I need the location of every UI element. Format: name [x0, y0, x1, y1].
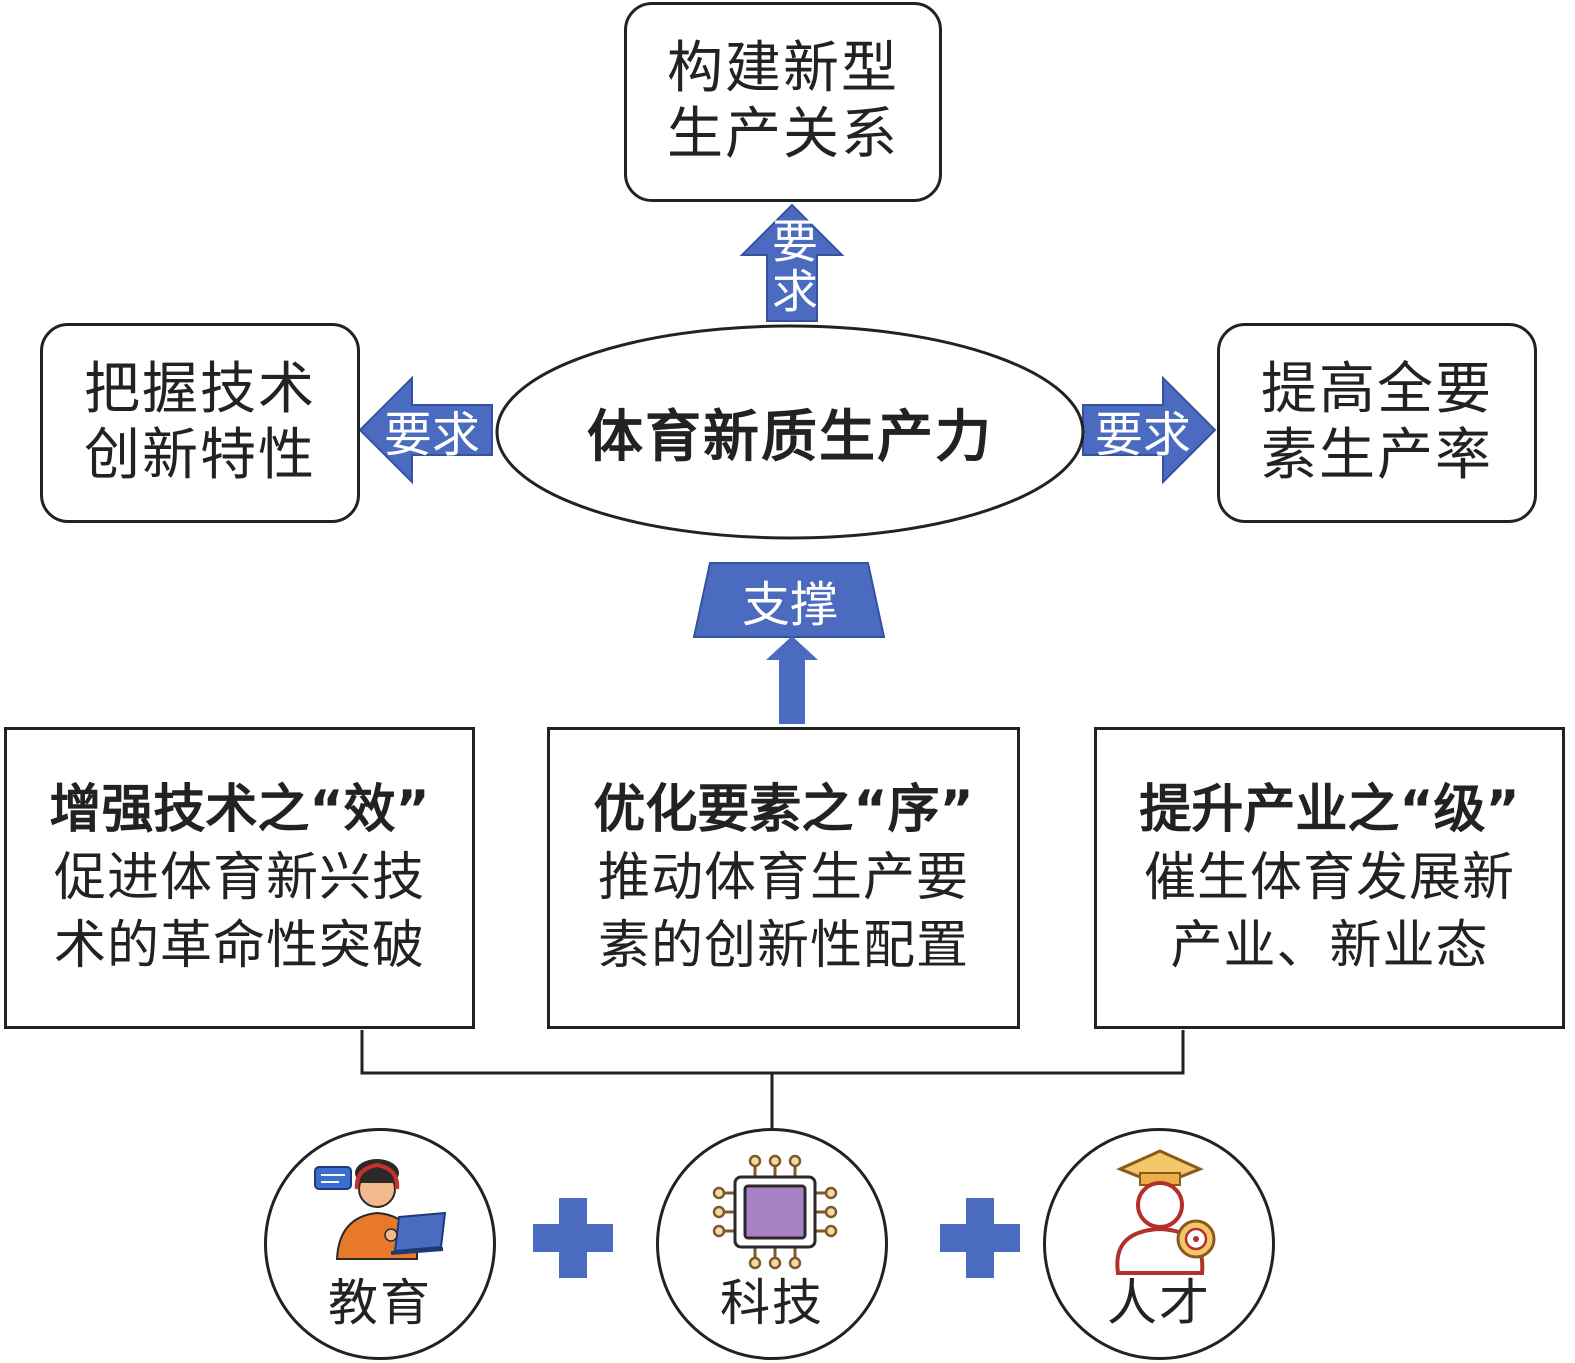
pillar-line: 产业、新业态 — [1170, 916, 1489, 976]
arrow-label-right: 要求 — [1083, 400, 1203, 463]
pillar-box-technology: 增强技术之“效” 促进体育新兴技 术的革命性突破 — [4, 727, 475, 1029]
foundation-label: 教育 — [328, 1274, 432, 1332]
requirement-line: 构建新型 — [667, 36, 899, 101]
foundation-talent: 人才 — [1043, 1128, 1275, 1360]
requirement-line: 提高全要 — [1261, 357, 1493, 422]
pillar-box-industry: 提升产业之“级” 催生体育发展新 产业、新业态 — [1094, 727, 1565, 1029]
requirement-line: 创新特性 — [84, 423, 316, 488]
chip-icon — [712, 1154, 838, 1270]
plus-icon — [533, 1198, 613, 1278]
foundation-education: 教育 — [264, 1128, 496, 1360]
center-title: 体育新质生产力 — [587, 404, 993, 470]
teacher-icon — [314, 1159, 447, 1260]
requirement-box-top: 构建新型 生产关系 — [624, 2, 942, 202]
pillar-title: 提升产业之“级” — [1139, 780, 1520, 840]
requirement-line: 生产关系 — [667, 102, 899, 167]
foundation-label: 科技 — [720, 1274, 824, 1332]
graduate-icon — [1115, 1149, 1216, 1275]
requirement-line: 把握技术 — [84, 357, 316, 422]
arrow-label-text: 要求 — [383, 407, 480, 463]
support-label: 支撑 — [700, 566, 880, 634]
bracket-connector — [360, 1030, 1185, 1128]
pillar-box-factors: 优化要素之“序” 推动体育生产要 素的创新性配置 — [547, 727, 1020, 1029]
support-trapezoid — [692, 562, 886, 638]
pillar-title: 优化要素之“序” — [593, 780, 974, 840]
pillar-line: 术的革命性突破 — [53, 916, 425, 976]
arrow-right-requirement — [1082, 375, 1217, 485]
arrow-label-left: 要求 — [372, 400, 492, 463]
requirement-line: 素生产率 — [1261, 423, 1493, 488]
center-ellipse — [495, 324, 1085, 540]
requirement-box-right: 提高全要 素生产率 — [1217, 323, 1537, 523]
pillar-line: 催生体育发展新 — [1143, 848, 1515, 908]
pillar-line: 推动体育生产要 — [597, 848, 969, 908]
arrow-up-support — [766, 636, 818, 724]
arrow-label-text: 要求 — [1094, 407, 1191, 463]
foundation-technology: 科技 — [656, 1128, 888, 1360]
arrow-label-text: 要求 — [765, 217, 819, 317]
plus-icon — [940, 1198, 1020, 1278]
pillar-line: 素的创新性配置 — [597, 916, 969, 976]
support-label-text: 支撑 — [741, 577, 838, 633]
arrow-up-requirement — [739, 203, 845, 322]
arrow-label-top: 要求 — [765, 212, 819, 322]
requirement-box-left: 把握技术 创新特性 — [40, 323, 360, 523]
pillar-title: 增强技术之“效” — [49, 780, 430, 840]
foundation-label: 人才 — [1107, 1274, 1211, 1332]
arrow-left-requirement — [358, 375, 493, 485]
pillar-line: 促进体育新兴技 — [53, 848, 425, 908]
